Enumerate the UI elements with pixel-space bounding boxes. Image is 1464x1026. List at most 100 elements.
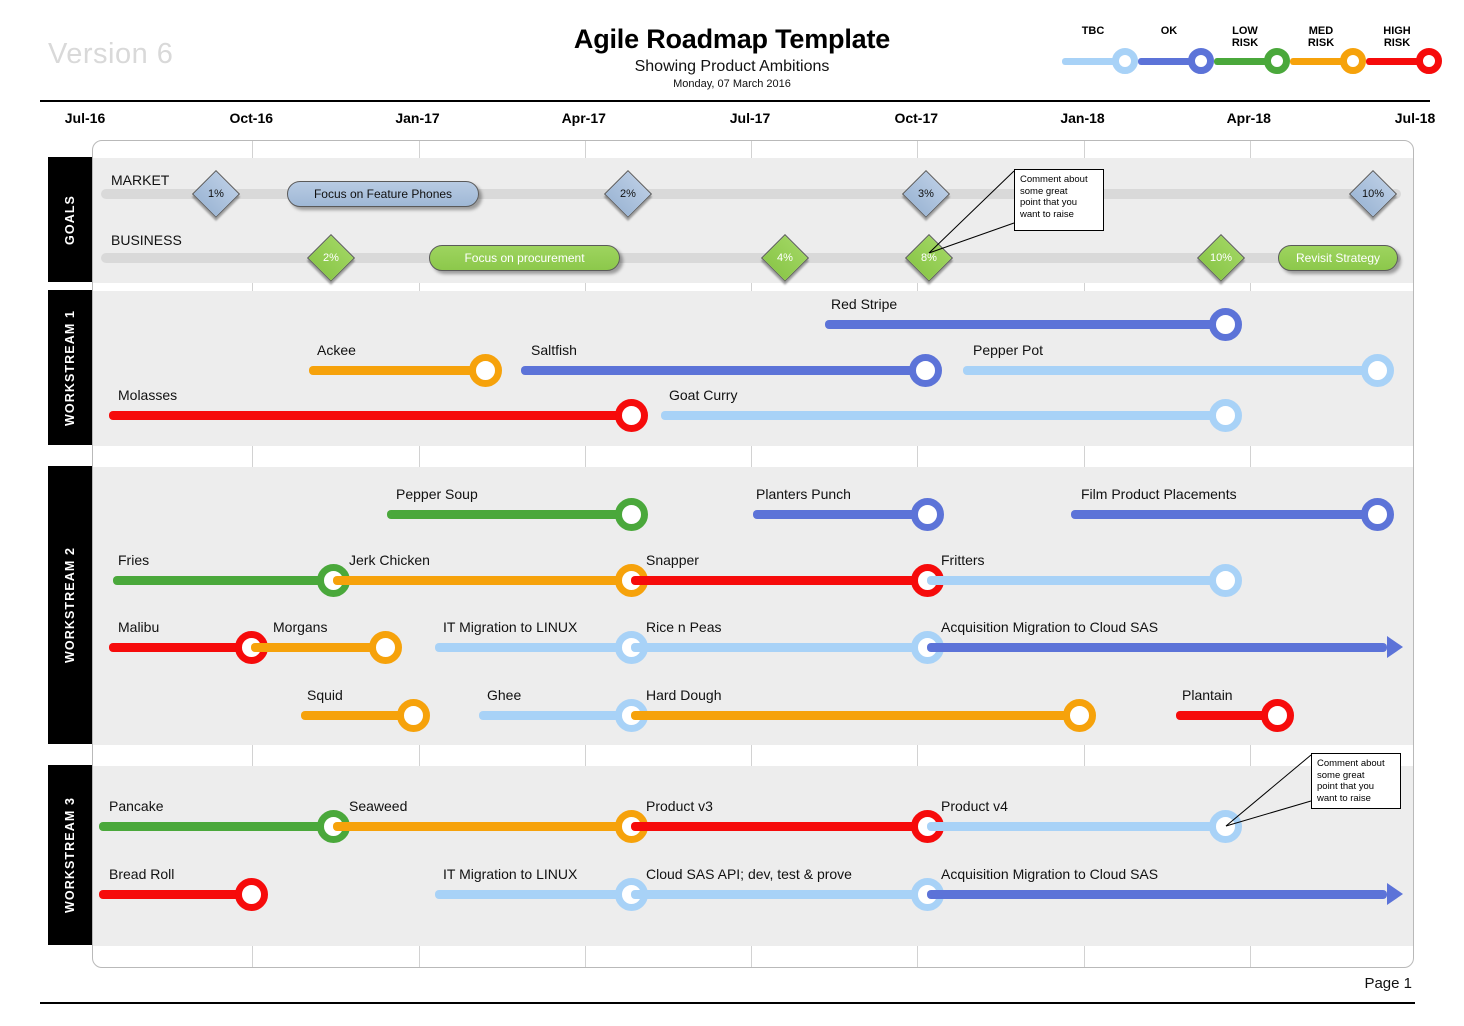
task-label: Pepper Soup (396, 486, 478, 502)
swimlane-tab-workstream-2: WORKSTREAM 2 (48, 466, 92, 744)
goal-pill[interactable]: Focus on Feature Phones (287, 181, 479, 207)
axis-tick-apr-17: Apr-17 (561, 110, 606, 126)
task-label: Saltfish (531, 342, 577, 358)
goal-pill[interactable]: Focus on procurement (429, 245, 620, 271)
task-label: Molasses (118, 387, 178, 403)
task-milestone-node[interactable] (1209, 810, 1242, 843)
legend-bar (1062, 57, 1118, 65)
task-bar[interactable] (435, 890, 631, 899)
task-bar[interactable] (631, 643, 927, 652)
task-label: Morgans (273, 619, 328, 635)
task-milestone-node[interactable] (615, 498, 648, 531)
task-milestone-node[interactable] (1209, 308, 1242, 341)
task-label: Product v4 (941, 798, 1008, 814)
axis-tick-jul-16: Jul-16 (64, 110, 106, 126)
task-label: Red Stripe (831, 296, 898, 312)
legend-node-icon (1112, 48, 1138, 74)
task-bar[interactable] (113, 576, 333, 585)
legend-node-icon (1416, 48, 1442, 74)
task-bar[interactable] (963, 366, 1377, 375)
task-milestone-node[interactable] (1209, 399, 1242, 432)
task-milestone-node[interactable] (909, 354, 942, 387)
swimlane-tab-label: WORKSTREAM 3 (63, 797, 77, 913)
task-bar[interactable] (333, 822, 631, 831)
task-bar[interactable] (631, 822, 927, 831)
legend-node-icon (1264, 48, 1290, 74)
workstream3-comment-callout-leader-line (1225, 754, 1312, 827)
legend-bar (1366, 57, 1422, 65)
task-label: Cloud SAS API; dev, test & prove (646, 866, 852, 882)
task-milestone-node[interactable] (1063, 699, 1096, 732)
task-bar[interactable] (99, 890, 251, 899)
swimlane-tab-workstream-1: WORKSTREAM 1 (48, 290, 92, 445)
task-bar[interactable] (927, 822, 1225, 831)
task-milestone-node[interactable] (1361, 354, 1394, 387)
task-bar[interactable] (387, 510, 631, 519)
legend-node-icon (1188, 48, 1214, 74)
task-bar[interactable] (479, 711, 631, 720)
task-label: Jerk Chicken (349, 552, 430, 568)
task-label: Acquisition Migration to Cloud SAS (941, 619, 1159, 635)
task-label: Product v3 (646, 798, 713, 814)
goal-row-label: MARKET (111, 172, 170, 188)
task-milestone-node[interactable] (469, 354, 502, 387)
task-bar[interactable] (927, 643, 1387, 652)
footer-divider (40, 1002, 1415, 1004)
task-milestone-node[interactable] (235, 878, 268, 911)
task-bar[interactable] (1071, 510, 1377, 519)
task-bar[interactable] (109, 643, 251, 652)
task-bar[interactable] (1176, 711, 1277, 720)
task-milestone-node[interactable] (1261, 699, 1294, 732)
axis-tick-jan-17: Jan-17 (395, 110, 440, 126)
goal-pill[interactable]: Revisit Strategy (1278, 245, 1398, 271)
task-bar[interactable] (631, 711, 1079, 720)
swimlane-tab-label: WORKSTREAM 1 (63, 309, 77, 426)
task-bar[interactable] (661, 411, 1225, 420)
axis-tick-jul-18: Jul-18 (1394, 110, 1436, 126)
legend-label: TBC (1081, 25, 1105, 37)
legend-bar (1138, 57, 1194, 65)
task-label: Rice n Peas (646, 619, 722, 635)
swimlane-tab-label: WORKSTREAM 2 (63, 547, 77, 663)
legend-label: OK (1160, 25, 1178, 37)
task-bar[interactable] (301, 711, 413, 720)
task-milestone-node[interactable] (1361, 498, 1394, 531)
task-bar[interactable] (825, 320, 1225, 329)
legend-item-ok: OK (1138, 25, 1214, 74)
task-bar[interactable] (109, 411, 631, 420)
task-bar[interactable] (99, 822, 333, 831)
swimlane-tab-label: GOALS (63, 194, 77, 245)
task-milestone-node[interactable] (1209, 564, 1242, 597)
task-milestone-node[interactable] (397, 699, 430, 732)
task-bar[interactable] (753, 510, 927, 519)
page-number: Page 1 (1364, 975, 1412, 992)
task-label: Planters Punch (756, 486, 851, 502)
task-milestone-node[interactable] (615, 399, 648, 432)
task-bar[interactable] (435, 643, 631, 652)
task-milestone-node[interactable] (369, 631, 402, 664)
task-label: Fritters (941, 552, 985, 568)
task-label: Goat Curry (669, 387, 738, 403)
legend-bar (1214, 57, 1270, 65)
task-bar[interactable] (927, 576, 1225, 585)
axis-tick-jan-18: Jan-18 (1060, 110, 1105, 126)
task-label: Malibu (118, 619, 160, 635)
task-bar[interactable] (631, 890, 927, 899)
task-bar[interactable] (251, 643, 385, 652)
task-bar[interactable] (927, 890, 1387, 899)
task-bar[interactable] (309, 366, 485, 375)
axis-tick-jul-17: Jul-17 (729, 110, 771, 126)
task-label: Acquisition Migration to Cloud SAS (941, 866, 1159, 882)
task-label: IT Migration to LINUX (443, 619, 578, 635)
legend-bar (1290, 57, 1346, 65)
task-bar[interactable] (631, 576, 927, 585)
task-bar[interactable] (333, 576, 631, 585)
task-milestone-node[interactable] (911, 498, 944, 531)
task-bar[interactable] (521, 366, 925, 375)
